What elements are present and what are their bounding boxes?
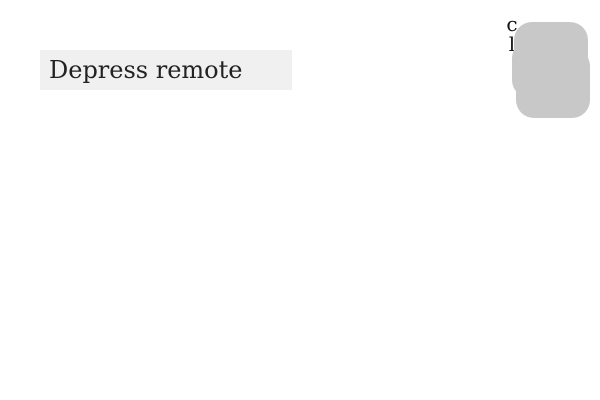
remote-layer xyxy=(516,48,590,118)
letter-c: c xyxy=(506,12,518,36)
letter-l: l xyxy=(508,32,516,56)
remote-icon[interactable] xyxy=(510,20,592,122)
task-instruction: Depress remote xyxy=(40,50,292,90)
side-letters: c l xyxy=(505,14,519,54)
